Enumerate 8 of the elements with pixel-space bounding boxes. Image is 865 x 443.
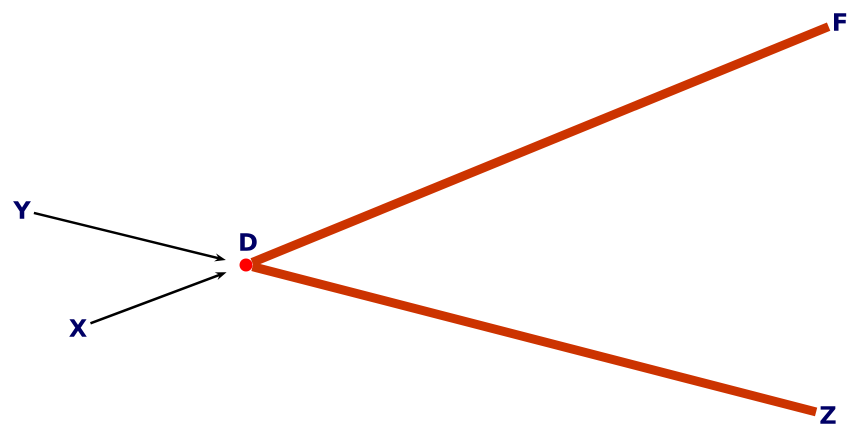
point-label: Z: [820, 406, 836, 424]
point-label: F: [834, 13, 846, 31]
point-label: D: [240, 233, 257, 251]
point-label: X: [69, 319, 87, 337]
point-label: Y: [13, 201, 31, 219]
line: [251, 262, 818, 416]
line: [250, 22, 830, 267]
point-dot: [240, 258, 252, 272]
